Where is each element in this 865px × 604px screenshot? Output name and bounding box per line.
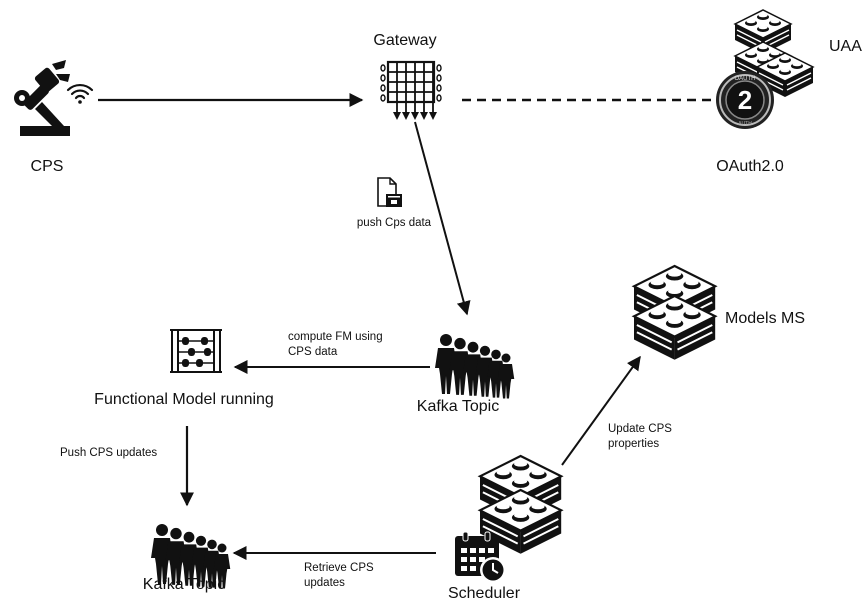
node-label-gateway: Gateway bbox=[373, 32, 437, 49]
edge-scheduler-models bbox=[561, 355, 641, 466]
node-label-kafka-topic-1: Kafka Topic bbox=[416, 398, 500, 415]
svg-text:OAUTH: OAUTH bbox=[735, 76, 756, 82]
robot-arm-icon bbox=[14, 60, 70, 136]
wifi-icon bbox=[66, 83, 94, 104]
svg-text:2: 2 bbox=[738, 85, 752, 115]
calendar-clock-icon bbox=[455, 531, 506, 583]
svg-text:AUTH: AUTH bbox=[738, 121, 752, 127]
oauth-icon: 2 OAUTH AUTH bbox=[716, 71, 774, 129]
node-label-models-ms: Models MS bbox=[725, 310, 806, 327]
edge-gateway-kafka bbox=[414, 121, 471, 316]
node-label-oauth: OAuth2.0 bbox=[716, 158, 784, 175]
node-label-functional-model: Functional Model running bbox=[94, 391, 274, 408]
edge-label-push-cps-updates: Push CPS updates bbox=[60, 447, 158, 459]
lego-brick-stack-icon bbox=[632, 264, 717, 361]
edge-label-push-cps-data: push Cps data bbox=[356, 217, 432, 229]
document-icon bbox=[377, 177, 402, 207]
abacus-icon bbox=[170, 329, 222, 373]
node-label-uaa: UAA bbox=[829, 38, 862, 55]
people-group-icon bbox=[435, 334, 514, 399]
edge-label-retrieve-cps-updates: Retrieve CPS updates bbox=[304, 562, 374, 589]
gateway-grid-icon bbox=[380, 60, 442, 120]
node-label-kafka-topic-2: Kafka Topic bbox=[142, 576, 226, 593]
node-label-cps: CPS bbox=[30, 158, 64, 175]
edge-label-update-cps-properties: Update CPS properties bbox=[608, 423, 672, 450]
edge-label-compute-fm: compute FM using CPS data bbox=[288, 331, 383, 358]
node-label-scheduler: Scheduler bbox=[447, 585, 521, 602]
